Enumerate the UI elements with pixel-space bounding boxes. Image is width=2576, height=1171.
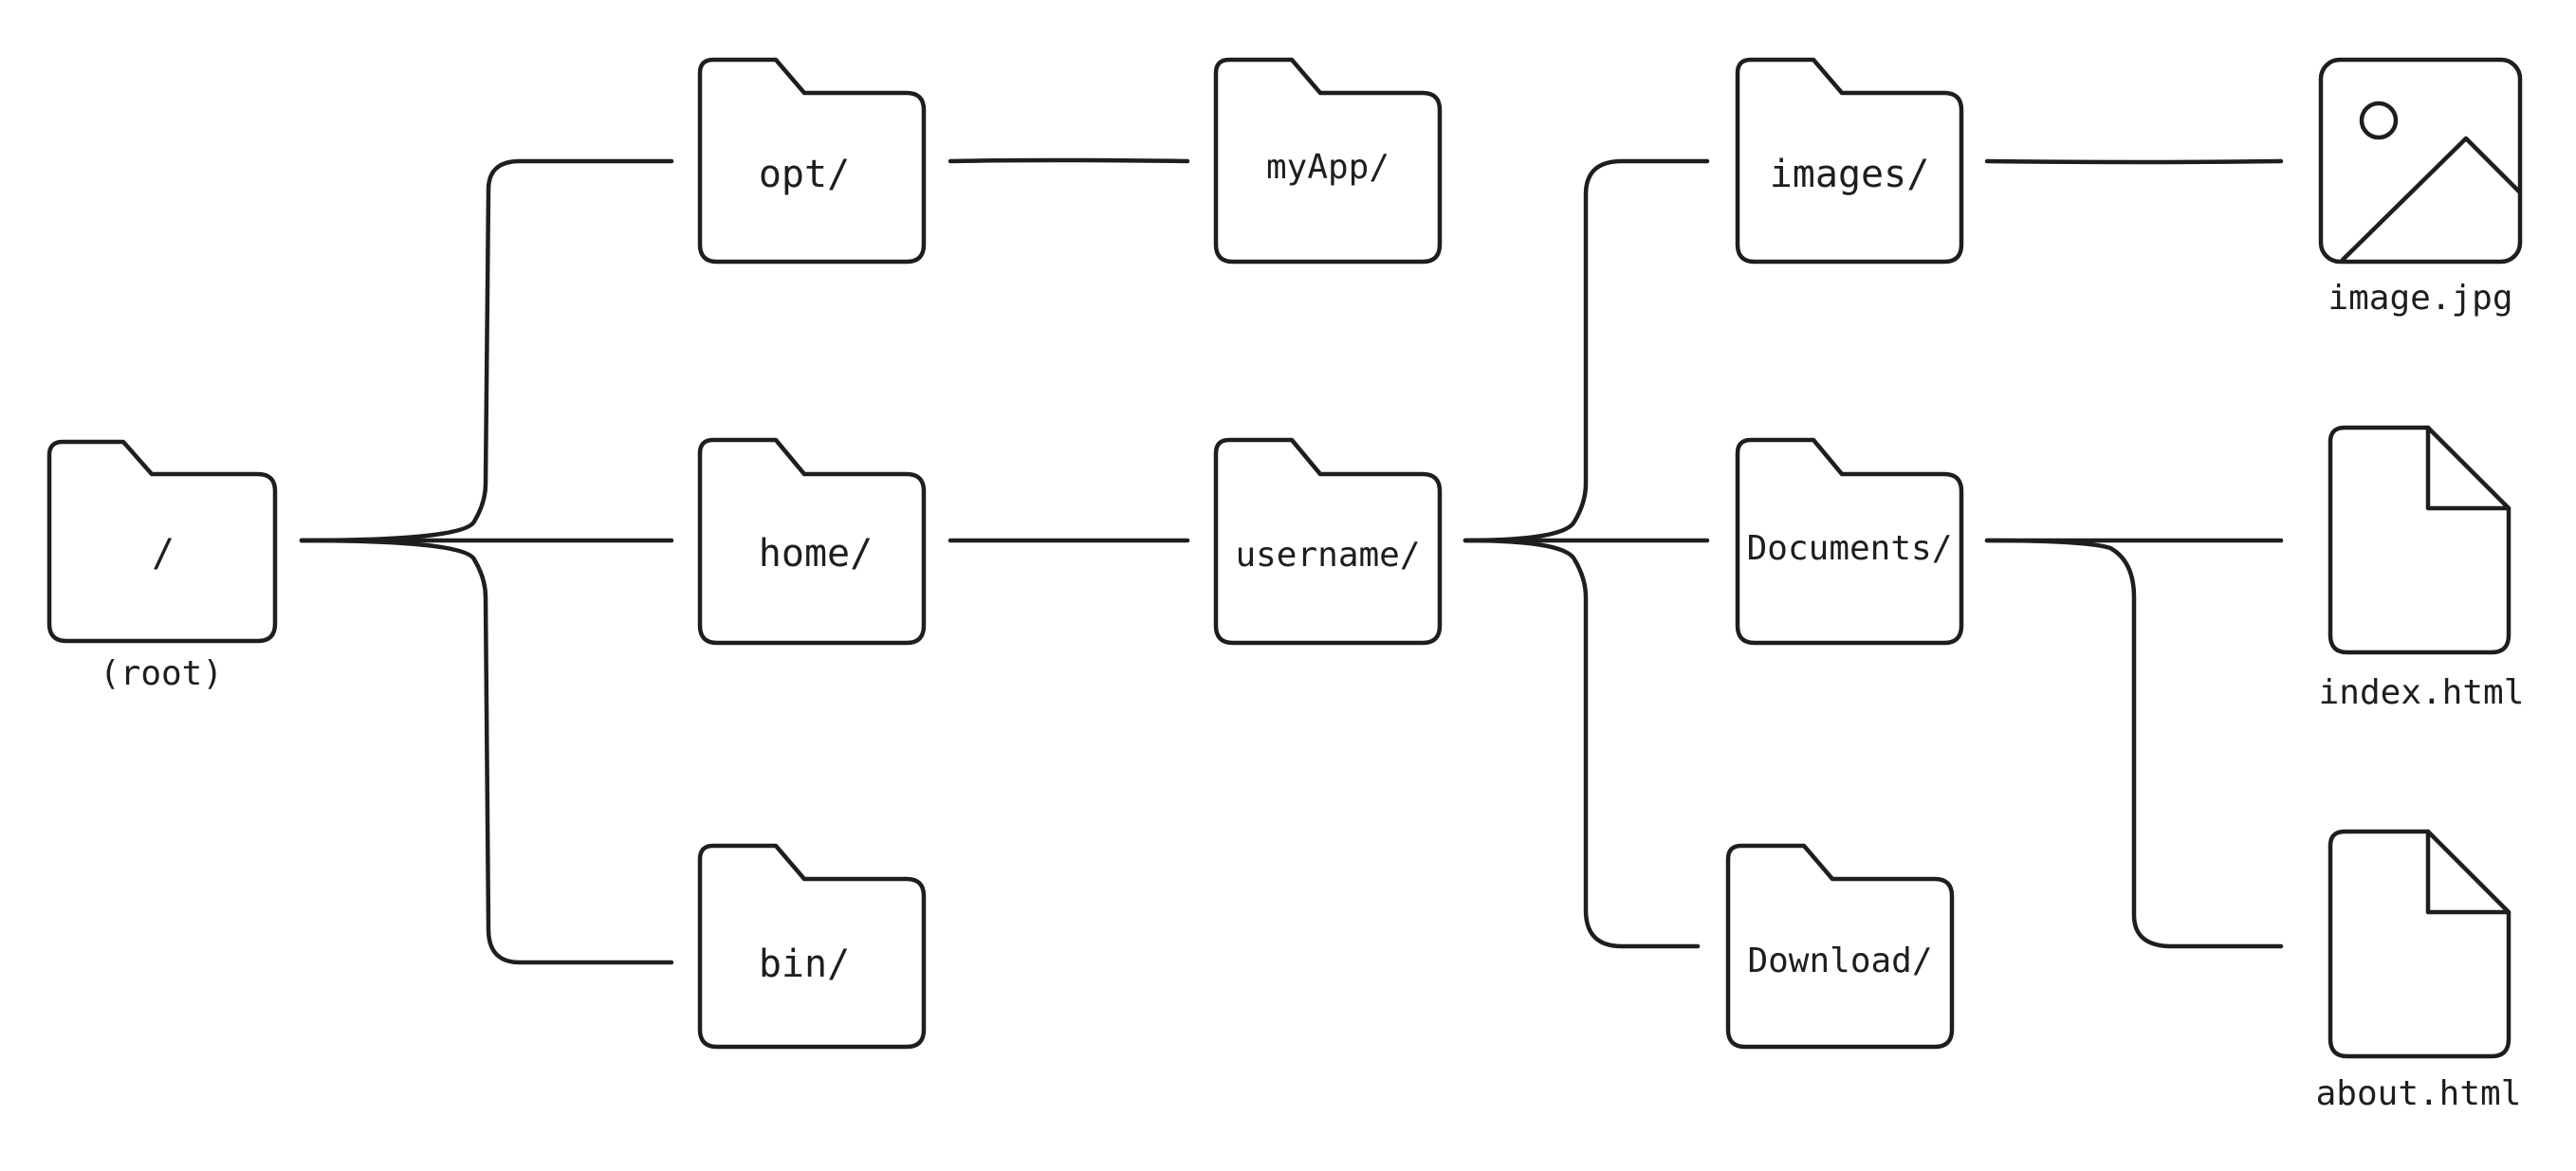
edge-root-opt [299,158,674,543]
folder-label-myapp: myApp/ [1266,148,1389,187]
caption-root: (root) [100,654,223,693]
edge-username-images [1463,158,1710,543]
node-home[interactable]: home/ [697,437,927,646]
folder-icon [1735,57,1964,265]
folder-label-images: images/ [1770,153,1930,196]
file-icon [2328,425,2512,655]
folder-label-username: username/ [1235,536,1420,575]
folder-icon [1725,843,1955,1050]
node-download[interactable]: Download/ [1725,843,1955,1050]
node-bin[interactable]: bin/ [697,843,927,1050]
edge-opt-myapp [948,157,1190,164]
node-about-html[interactable]: about.html [2316,829,2522,1113]
folder-icon [1213,437,1443,646]
edge-images-imagejpg [1984,158,2284,165]
folder-label-root: / [152,532,175,576]
folder-icon [697,437,927,646]
node-username[interactable]: username/ [1213,437,1443,646]
caption-index-html: index.html [2319,673,2525,712]
folder-icon [46,439,278,644]
edge-documents-about [1984,538,2284,949]
node-myapp[interactable]: myApp/ [1213,57,1443,265]
node-index-html[interactable]: index.html [2319,425,2525,712]
node-images[interactable]: images/ [1735,57,1964,265]
folder-label-documents: Documents/ [1747,529,1953,568]
folder-label-home: home/ [759,532,873,576]
folder-label-download: Download/ [1747,942,1932,980]
node-image-jpg[interactable]: image.jpg [2318,57,2523,318]
folder-icon [1213,57,1443,265]
folder-icon [697,57,927,265]
node-documents[interactable]: Documents/ [1735,437,1964,646]
connectors [299,157,2284,965]
folder-icon [1735,437,1964,646]
folder-icon [697,843,927,1050]
folder-label-bin: bin/ [759,942,850,986]
edge-username-download [1463,538,1701,949]
file-icon [2328,829,2512,1059]
folder-label-opt: opt/ [759,153,850,196]
edge-root-bin [299,538,674,965]
caption-about-html: about.html [2316,1074,2522,1113]
image-file-icon [2318,57,2523,265]
node-opt[interactable]: opt/ [697,57,927,265]
caption-image-jpg: image.jpg [2328,279,2512,318]
node-root[interactable]: / (root) [46,439,278,693]
